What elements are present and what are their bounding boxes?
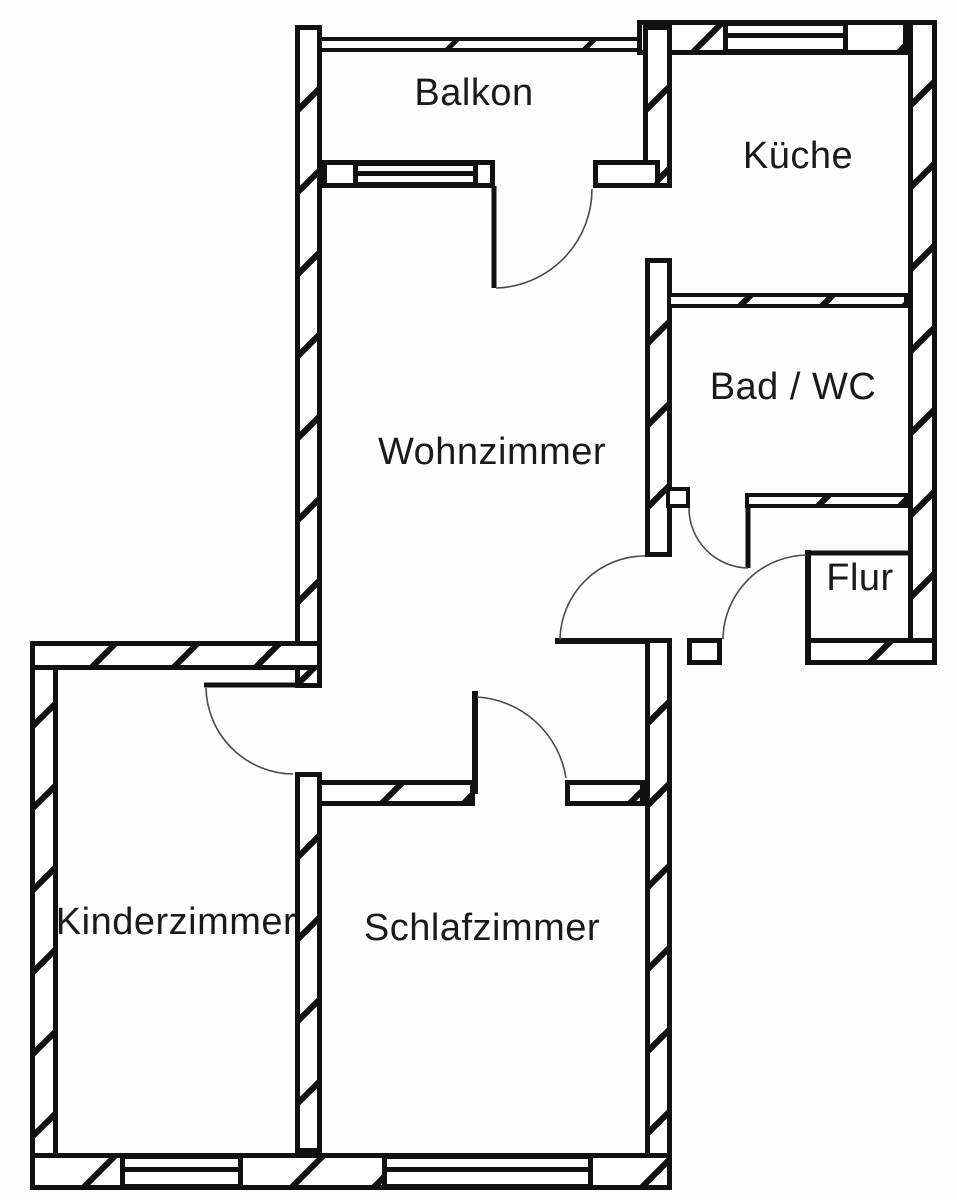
wall-kueche-top-right [843,20,908,55]
entrance-door-arc [722,554,809,640]
window-glass-line [728,33,843,39]
wall-left-upper [295,25,322,688]
wall-kinder-schlaf-divider [295,772,322,1153]
wall-bad-bottom-jamb [666,487,690,508]
balkon-door-arc [495,188,593,289]
wall-balkon-bottom-right [473,160,495,188]
wall-right-exterior [908,20,937,665]
kinderzimmer-door-arc [205,687,294,775]
room-label-flur: Flur [826,557,894,599]
wall-bad-top [667,293,908,308]
wall-lower-left-exterior [30,641,58,1190]
wall-bad-bottom [745,493,908,508]
room-label-kinderzimmer: Kinderzimmer [55,901,297,943]
kinderzimmer-window [125,1153,238,1190]
room-label-balkon: Balkon [414,72,534,114]
wall-entrance-jamb [687,638,722,665]
kueche-window [728,20,843,55]
wall-lower-right-exterior [645,638,672,1190]
window-glass-line [125,1167,238,1172]
balkon-railing [322,37,637,52]
window-glass-line [387,1167,588,1172]
room-label-schlafzimmer: Schlafzimmer [363,907,601,949]
window-glass-line [358,171,473,177]
wall-bottom-1 [30,1153,125,1190]
wall-balkon-bottom-left [322,160,358,188]
wall-balkon-door-jamb [593,160,660,188]
wall-schlafzimmer-top-right [565,780,645,806]
room-label-wohnzimmer: Wohnzimmer [377,431,607,473]
wohnzimmer-door-arc [559,555,646,641]
wall-bottom-2 [238,1153,387,1190]
wall-kinderzimmer-top [30,641,322,670]
schlafzimmer-window [387,1153,588,1190]
room-label-kueche: Küche [742,135,854,177]
schlafzimmer-door-arc [476,696,567,779]
wall-schlafzimmer-top-left [317,780,475,806]
wall-bottom-3 [588,1153,672,1190]
room-label-bad-wc: Bad / WC [709,366,877,408]
balkon-window [358,160,473,188]
bad-door-arc [688,507,749,569]
